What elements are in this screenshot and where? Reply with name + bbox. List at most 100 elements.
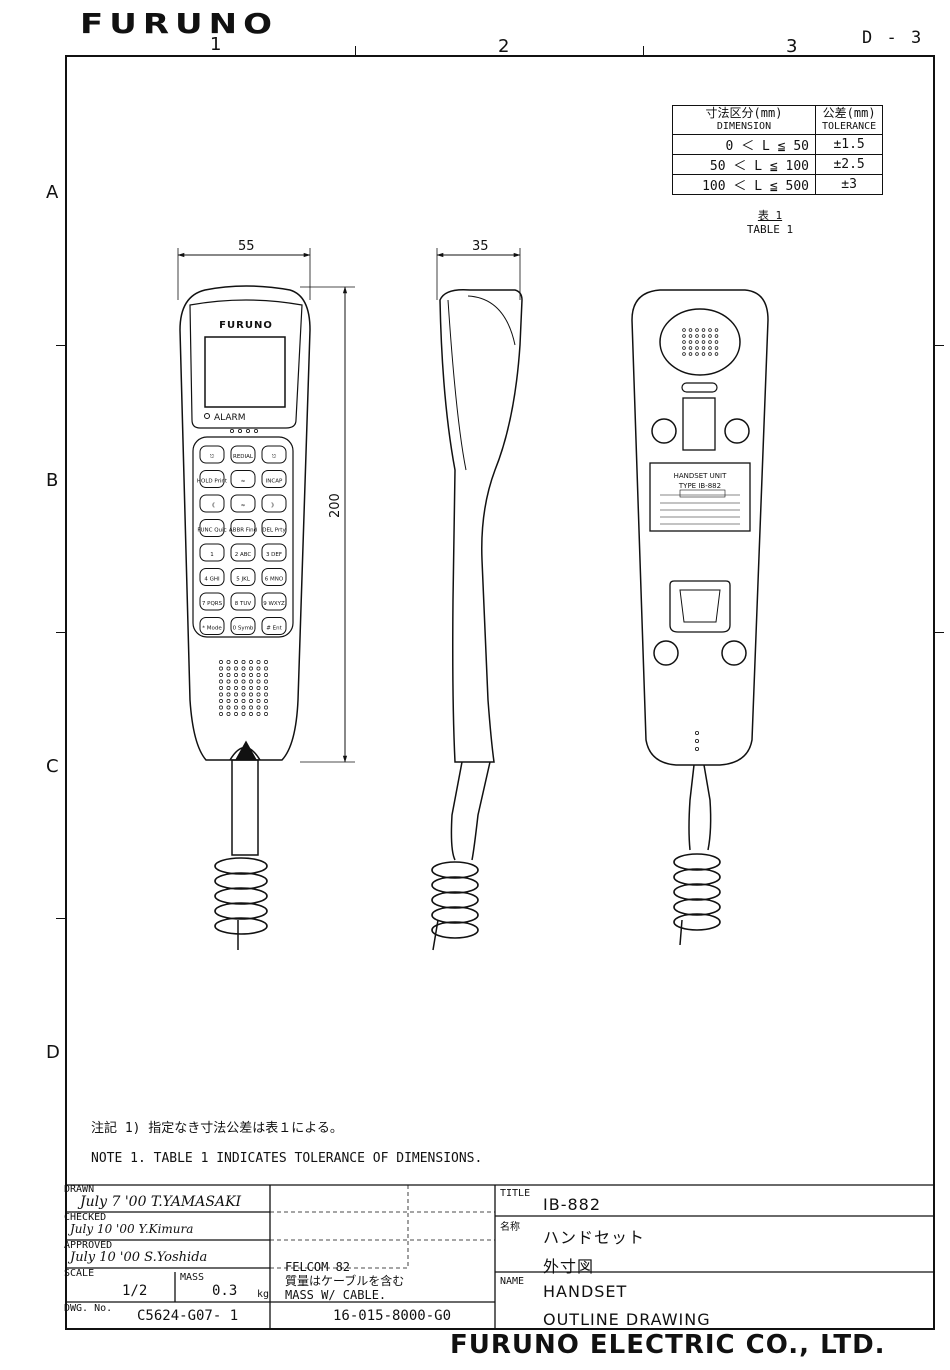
keypad-key-label: 《 <box>209 502 215 509</box>
grid-row-c: C <box>46 756 59 777</box>
keypad-key-label: 5 JKL <box>236 577 250 583</box>
keypad-key-label: DEL Prty <box>262 528 286 534</box>
speaker-hole <box>249 673 253 677</box>
keypad-key: ABBR Find <box>229 519 257 537</box>
label-plate-line2: TYPE IB-882 <box>678 482 721 490</box>
dimension-header: 寸法区分(mm) DIMENSION <box>672 105 816 135</box>
keypad-key: 6 MNO <box>261 568 287 586</box>
name-jp-1: ハンドセット <box>543 1228 646 1247</box>
speaker-hole <box>226 712 231 716</box>
speaker-hole <box>249 699 253 703</box>
speaker-hole <box>256 673 261 677</box>
speaker-hole <box>264 699 268 703</box>
earpiece-hole <box>688 328 693 332</box>
keypad-key-label: ABBR Find <box>229 528 257 534</box>
speaker-hole <box>241 666 246 671</box>
keypad-key-label: 0 Symb <box>233 626 254 632</box>
earpiece-hole <box>682 352 686 356</box>
speaker-hole <box>256 679 261 684</box>
speaker-hole <box>226 686 231 690</box>
scale-value: 1/2 <box>122 1283 148 1299</box>
speaker-hole <box>219 666 223 671</box>
name-jp-2: 外寸図 <box>543 1257 595 1276</box>
keypad-key-label: # Ent <box>266 626 282 632</box>
earpiece-hole <box>695 352 699 356</box>
dwg-number: C5624-G07- 1 <box>137 1308 239 1324</box>
keypad-key-label: 2 ABC <box>235 552 252 558</box>
cable-coil-loop <box>214 902 268 920</box>
grid-tick <box>935 632 944 633</box>
speaker-hole <box>234 660 238 664</box>
speaker-hole <box>264 712 268 716</box>
company-footer: FURUNO ELECTRIC CO., LTD. <box>450 1330 886 1360</box>
cable-coil-loop <box>673 883 721 901</box>
keypad-key: ⎋ <box>199 445 225 464</box>
cable-coil-loop <box>431 876 479 894</box>
keypad-key: ≈ <box>230 494 256 513</box>
tolerance-cell: ±1.5 <box>814 134 884 155</box>
earpiece-hole <box>701 328 706 332</box>
depth-dimension-label: 35 <box>472 239 489 254</box>
drawn-signature: July 7 '00 T.YAMASAKI <box>80 1194 242 1210</box>
speaker-hole <box>226 679 231 684</box>
earpiece-hole <box>695 334 699 338</box>
keypad-key: FUNC Quic <box>197 519 227 537</box>
keypad-key: * Mode <box>199 617 225 635</box>
keypad-key-label: ≈ <box>241 503 246 509</box>
earpiece-hole <box>701 346 706 350</box>
speaker-hole <box>219 686 223 690</box>
speaker-hole <box>226 705 231 710</box>
keypad-key: # Ent <box>261 617 287 635</box>
keypad-key: 2 ABC <box>230 543 256 562</box>
tolerance-cell: ±3 <box>814 174 884 195</box>
speaker-hole <box>226 673 231 677</box>
speaker-hole <box>264 679 268 684</box>
cable-coil-loop <box>673 853 721 871</box>
label-plate-line1: HANDSET UNIT <box>674 472 727 480</box>
table-row: 0 ＜ L ≦ 50 ±1.5 <box>672 134 884 155</box>
speaker-hole <box>256 660 261 664</box>
speaker-hole <box>234 712 238 716</box>
scale-label: SCALE <box>64 1268 95 1279</box>
product-name: FELCOM 82 <box>285 1260 351 1274</box>
speaker-hole <box>249 686 253 690</box>
keypad-key-label: REDIAL <box>233 454 254 460</box>
keypad-key: HOLD Print <box>197 470 228 488</box>
grid-tick <box>935 345 944 346</box>
grid-tick <box>56 632 65 633</box>
speaker-hole <box>219 692 223 697</box>
table-caption: 表 1 TABLE 1 <box>740 207 800 236</box>
drawing-frame <box>65 55 935 1330</box>
keypad-key-label: * Mode <box>202 626 222 632</box>
speaker-hole <box>264 705 268 710</box>
earpiece-hole <box>701 352 706 356</box>
speaker-hole <box>256 666 261 671</box>
speaker-hole <box>234 666 238 671</box>
keypad-key-label: 8 TUV <box>235 601 252 607</box>
keypad-key: INCAP <box>261 470 287 488</box>
keypad-key: 9 WXYZ <box>261 592 287 611</box>
furuno-logo: FURUNO <box>80 8 278 40</box>
cable-coil-loop <box>214 872 268 890</box>
grid-col-2: 2 <box>498 36 510 57</box>
grid-tick <box>355 46 356 55</box>
speaker-hole <box>219 660 223 664</box>
speaker-hole <box>241 699 246 703</box>
keypad-key-label: 9 WXYZ <box>263 601 285 607</box>
keypad-key: ≈ <box>230 470 256 488</box>
keypad-key: 5 JKL <box>230 568 256 586</box>
keypad-key: ⎋ <box>261 445 287 464</box>
speaker-hole <box>249 705 253 710</box>
earpiece-hole <box>714 340 719 344</box>
speaker-hole <box>241 692 246 697</box>
keypad-key: 》 <box>261 494 287 513</box>
speaker-hole <box>264 666 268 671</box>
speaker-hole <box>234 686 238 690</box>
mass-value: 0.3 <box>212 1283 238 1299</box>
title-value: IB-882 <box>543 1195 602 1214</box>
title-label: TITLE <box>500 1188 531 1199</box>
name-2: OUTLINE DRAWING <box>543 1310 711 1329</box>
name-1: HANDSET <box>543 1282 628 1301</box>
keypad-key: DEL Prty <box>261 519 287 537</box>
keypad-key-label: FUNC Quic <box>197 528 226 534</box>
